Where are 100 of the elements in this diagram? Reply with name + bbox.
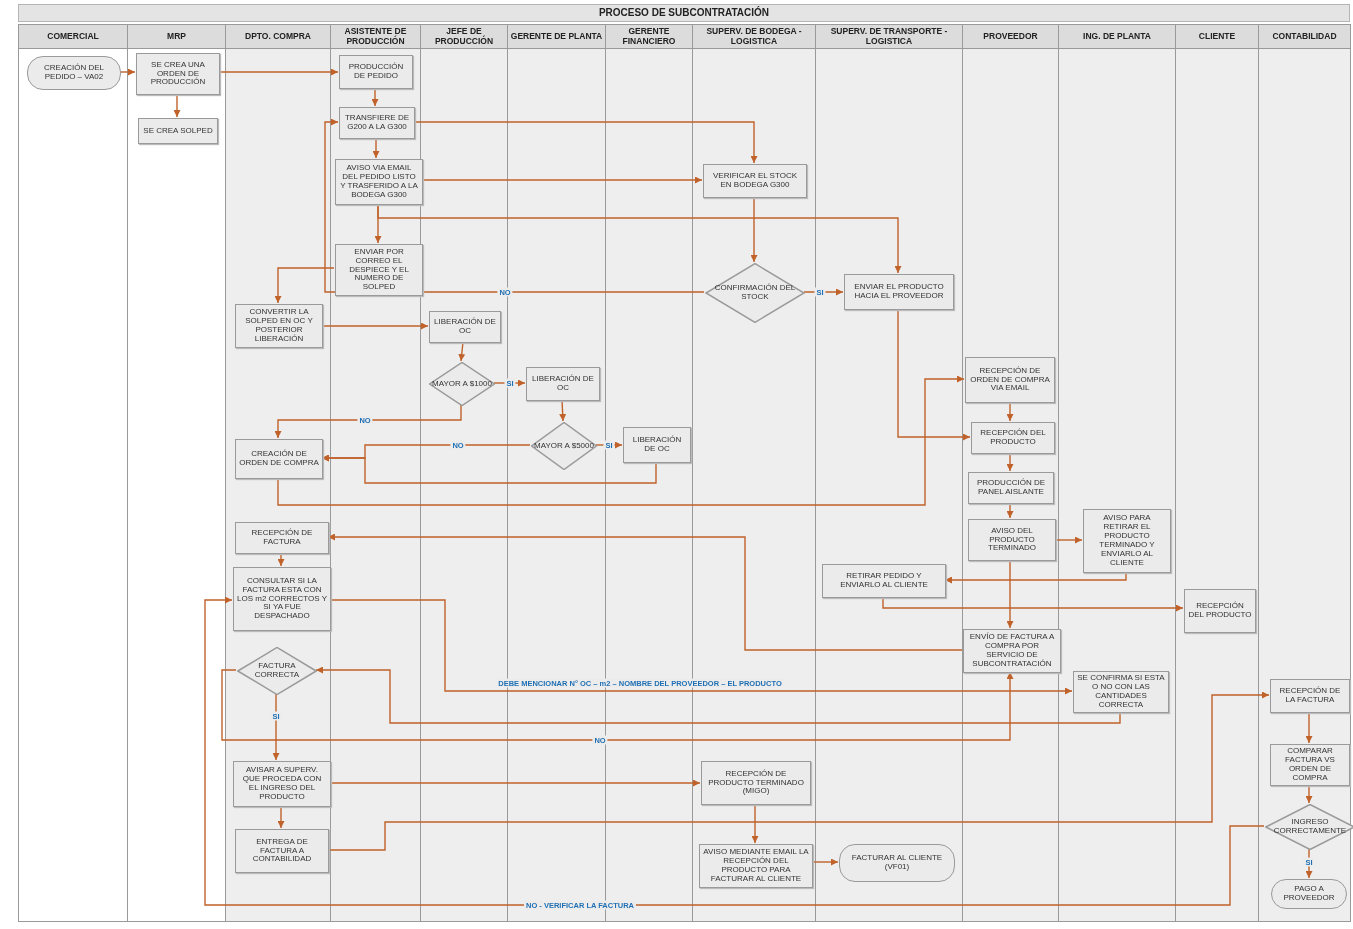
process-box: CREACIÓN DE ORDEN DE COMPRA [235,439,323,479]
decision-diamond: FACTURA CORRECTA [237,647,317,695]
terminal-box: CREACIÓN DEL PEDIDO – VA02 [27,56,121,90]
lane-header: GERENTE DE PLANTA [508,25,605,49]
process-box: PRODUCCIÓN DE PANEL AISLANTE [968,472,1054,504]
arrow [421,176,703,184]
arrow [321,322,429,330]
swimlane [1058,24,1176,922]
swimlane [225,24,331,922]
process-box: SE CREA UNA ORDEN DE PRODUCCIÓN [136,53,220,95]
process-box: ENVIAR EL PRODUCTO HACIA EL PROVEEDOR [844,274,954,310]
arrow [277,805,285,829]
arrow [897,308,971,441]
arrow [1054,536,1083,544]
arrow [119,68,136,76]
arrow [372,137,380,159]
arrow [595,441,623,449]
arrow [377,203,902,274]
lane-header: JEFE DE PRODUCCIÓN [421,25,507,49]
process-box: CONSULTAR SI LA FACTURA ESTA CON LOS m2 CORRECTOS Y SI YA FUE DESPACHADO [233,567,331,631]
process-box: AVISO DEL PRODUCTO TERMINADO [968,519,1056,561]
arrow [458,341,466,362]
lane-header: SUPERV. DE BODEGA - LOGISTICA [693,25,815,49]
decision-diamond: INGRESO CORRECTAMENTE [1265,804,1353,850]
lane-header: CLIENTE [1176,25,1258,49]
arrow [324,118,705,293]
process-box: COMPARAR FACTURA VS ORDEN DE COMPRA [1270,744,1350,786]
lane-header: GERENTE FINANCIERO [606,25,692,49]
arrow [559,399,567,422]
arrow [173,93,181,118]
swimlane [1258,24,1351,922]
swimlane [127,24,226,922]
arrow [1305,784,1313,804]
process-box: ENVÍO DE FACTURA A COMPRA POR SERVICIO DE SUBCONTRATACIÓN [963,629,1061,673]
arrow [1006,502,1014,519]
lane-header: ASISTENTE DE PRODUCCIÓN [331,25,420,49]
process-box: TRANSFIERE DE G200 A LA G300 [339,107,415,139]
swimlane [18,24,128,922]
process-box: CONVERTIR LA SOLPED EN OC Y POSTERIOR LIBERACIÓN [235,304,323,348]
arrow [274,404,462,439]
lane-header: SUPERV. DE TRANSPORTE - LOGISTICA [816,25,962,49]
process-box: ENVIAR POR CORREO EL DESPIECE Y EL NUMERO DE SOLPED [335,244,423,296]
lane-header: COMERCIAL [19,25,127,49]
process-box: AVISO PARA RETIRAR EL PRODUCTO TERMINADO Y ENVIARLO AL CLIENTE [1083,509,1171,573]
arrow [329,779,701,787]
process-box: ENTREGA DE FACTURA A CONTABILIDAD [235,829,329,873]
process-box: VERIFICAR EL STOCK EN BODEGA G300 [703,164,807,198]
process-box: AVISO VIA EMAIL DEL PEDIDO LISTO Y TRASFERIDO A LA BODEGA G300 [335,159,423,205]
diagram-title: PROCESO DE SUBCONTRATACIÓN [18,4,1350,22]
arrow [413,121,758,164]
swimlane [815,24,963,922]
process-box: RECEPCIÓN DE FACTURA [235,522,329,554]
process-box: LIBERACIÓN DE OC [429,311,501,343]
arrow [1006,401,1014,422]
process-box: RECEPCIÓN DEL PRODUCTO [1184,589,1256,633]
arrow [493,379,526,387]
lane-header: MRP [128,25,225,49]
lane-header: DPTO. COMPRA [226,25,330,49]
arrow [1006,559,1014,629]
decision-diamond: MAYOR A $5000 [531,422,597,470]
swimlane [330,24,421,922]
arrow [327,691,1270,851]
process-box: RECEPCIÓN DE PRODUCTO TERMINADO (MIGO) [701,761,811,805]
arrow [218,68,339,76]
arrow [221,669,1014,741]
decision-diamond: CONFIRMACIÓN DEL STOCK [705,263,805,323]
lane-header: PROVEEDOR [963,25,1058,49]
terminal-box: FACTURAR AL CLIENTE (VF01) [839,844,955,882]
arrow [751,803,759,844]
process-box: AVISAR A SUPERV. QUE PROCEDA CON EL INGRESO DEL PRODUCTO [233,761,331,807]
process-box: SE CONFIRMA SI ESTA O NO CON LAS CANTIDADES CORRECTA [1073,671,1169,713]
arrow [371,87,379,107]
process-box: RECEPCIÓN DE LA FACTURA [1270,679,1350,713]
arrow [327,533,963,651]
arrow [882,596,1184,612]
arrow [803,288,844,296]
arrow [277,375,965,506]
swimlane [1175,24,1259,922]
arrow [272,693,280,761]
arrow [315,666,1121,724]
process-box: LIBERACIÓN DE OC [623,427,691,463]
arrow [274,267,335,304]
arrow [811,858,839,866]
process-box: LIBERACIÓN DE OC [526,367,600,401]
lane-header: CONTABILIDAD [1259,25,1350,49]
arrow [329,599,1073,695]
arrow [750,196,758,263]
process-box: RECEPCIÓN DE ORDEN DE COMPRA VIA EMAIL [965,357,1055,403]
arrow [1305,848,1313,879]
process-box: PRODUCCIÓN DE PEDIDO [339,55,413,89]
process-box: RECEPCIÓN DEL PRODUCTO [971,422,1055,454]
process-box: SE CREA SOLPED [138,118,218,144]
arrow [944,571,1127,584]
process-box: AVISO MEDIANTE EMAIL LA RECEPCIÓN DEL PRODUCTO PARA FACTURAR AL CLIENTE [699,844,813,888]
terminal-box: PAGO A PROVEEDOR [1271,879,1347,909]
arrow [321,454,657,484]
arrow [1006,452,1014,472]
swimlane [962,24,1059,922]
lane-header: ING. DE PLANTA [1059,25,1175,49]
arrow [277,552,285,567]
